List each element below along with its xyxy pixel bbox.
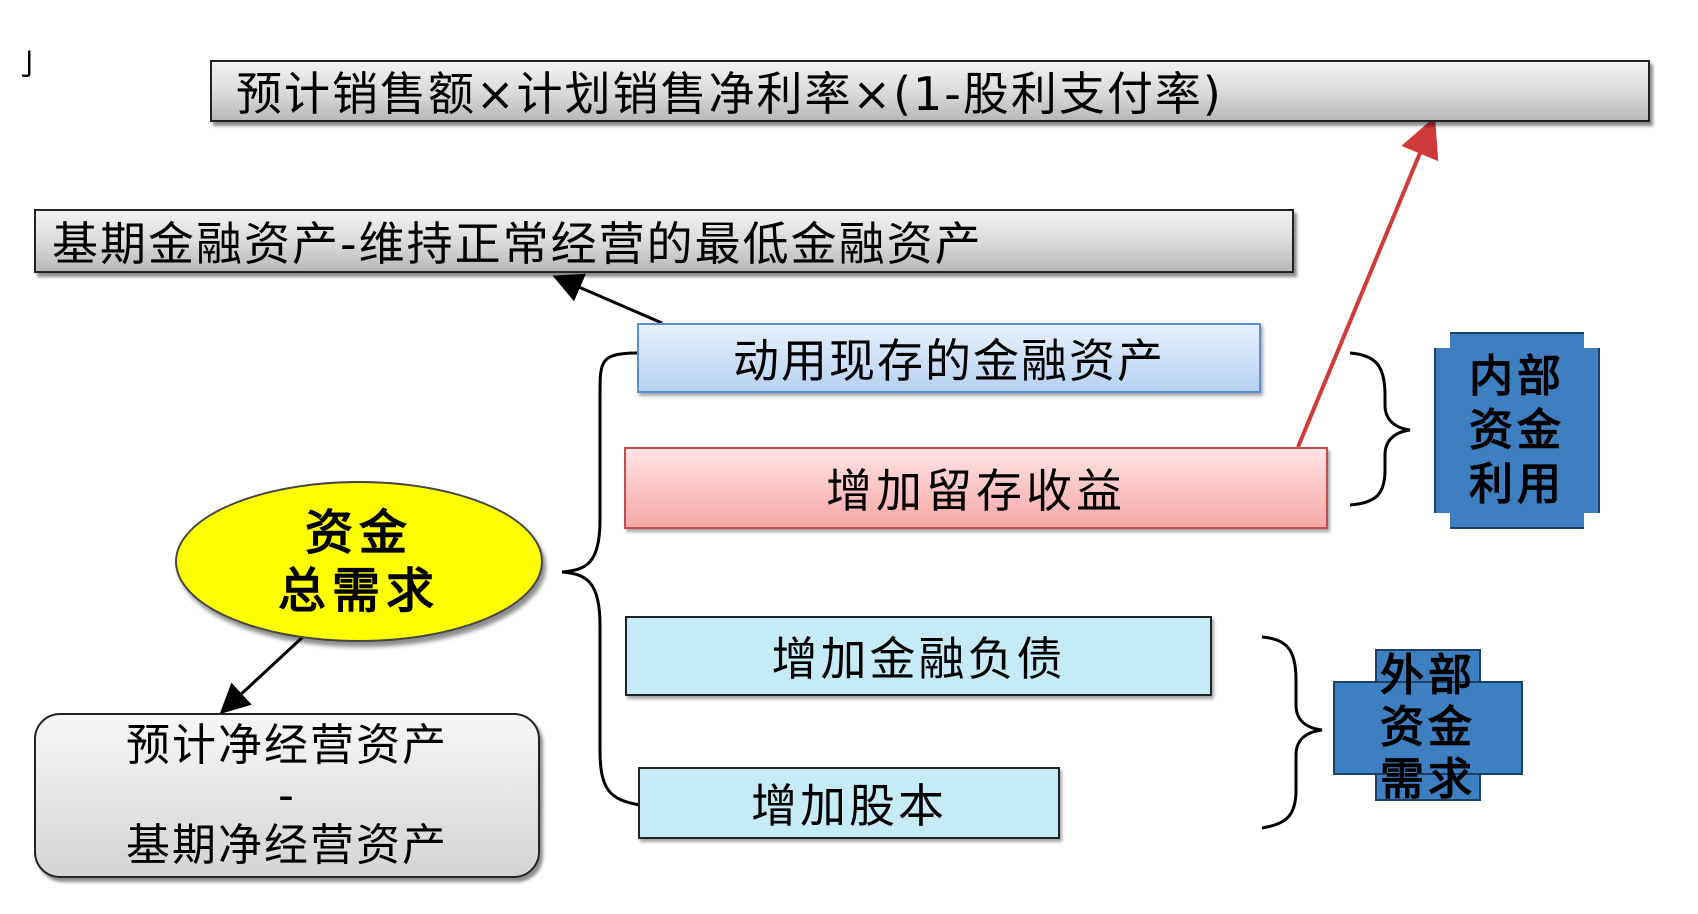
red-arrow [1296,116,1439,448]
internal-funds-plaque: 内部 资金 利用 [1434,332,1600,529]
retained-earnings-box: 增加留存收益 [624,447,1328,529]
external-line3: 需求 [1380,754,1476,805]
net-assets-line3: 基期净经营资产 [126,819,448,871]
formula-box: 预计销售额×计划销售净利率×(1-股利支付率) [210,60,1650,122]
net-assets-line1: 预计净经营资产 [126,719,448,771]
external-line1: 外部 [1380,650,1476,701]
total-demand-ellipse: 资金 总需求 [175,481,543,642]
black-arrow-top [552,273,663,325]
external-line2: 资金 [1380,702,1476,753]
total-demand-line2: 总需求 [277,562,440,619]
total-demand-line1: 资金 [304,504,413,561]
external-funds-label: 外部 资金 需求 [1334,650,1522,805]
main-brace [561,351,641,807]
net-operating-assets-box: 预计净经营资产 - 基期净经营资产 [34,713,540,878]
base-financial-assets-box: 基期金融资产-维持正常经营的最低金融资产 [34,209,1294,273]
financial-debt-box: 增加金融负债 [625,616,1212,696]
internal-line2: 资金 [1469,404,1565,456]
use-existing-assets-box: 动用现存的金融资产 [637,323,1261,393]
equity-box: 增加股本 [638,767,1060,839]
internal-line3: 利用 [1469,458,1565,510]
net-assets-line2: - [278,769,296,821]
black-arrow-bottom [219,632,308,715]
stray-character: 亅 [14,48,44,83]
internal-line1: 内部 [1469,350,1565,402]
internal-brace [1349,351,1411,507]
external-brace [1261,635,1323,830]
